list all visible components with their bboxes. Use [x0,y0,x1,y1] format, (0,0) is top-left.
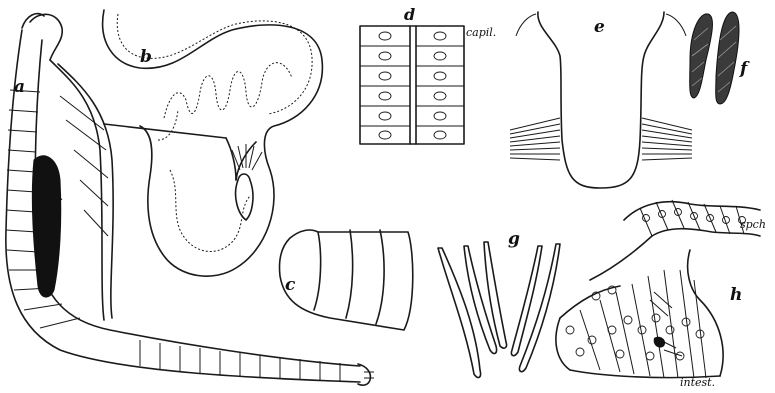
panel-label-d: d [404,5,415,24]
annotation-capil: capil. [466,26,496,39]
panel-c-segments [279,230,412,330]
panel-f-rods [690,12,739,104]
panel-d-cell-grid [360,26,464,144]
panel-label-g: g [508,229,520,249]
annotation-spch: spch [740,218,766,231]
panel-label-b: b [140,47,152,67]
panel-label-a: a [14,77,25,97]
panel-label-f: f [739,59,750,79]
panel-label-e: e [594,17,605,37]
annotation-cap: cap. [40,190,63,203]
panel-label-h: h [730,285,742,305]
panel-e-sac [510,12,692,188]
panel-g-setae [438,242,560,377]
annotation-intest: intest. [680,376,715,389]
panel-label-c: c [285,275,296,295]
panel-b-convoluted-organ [103,10,323,276]
